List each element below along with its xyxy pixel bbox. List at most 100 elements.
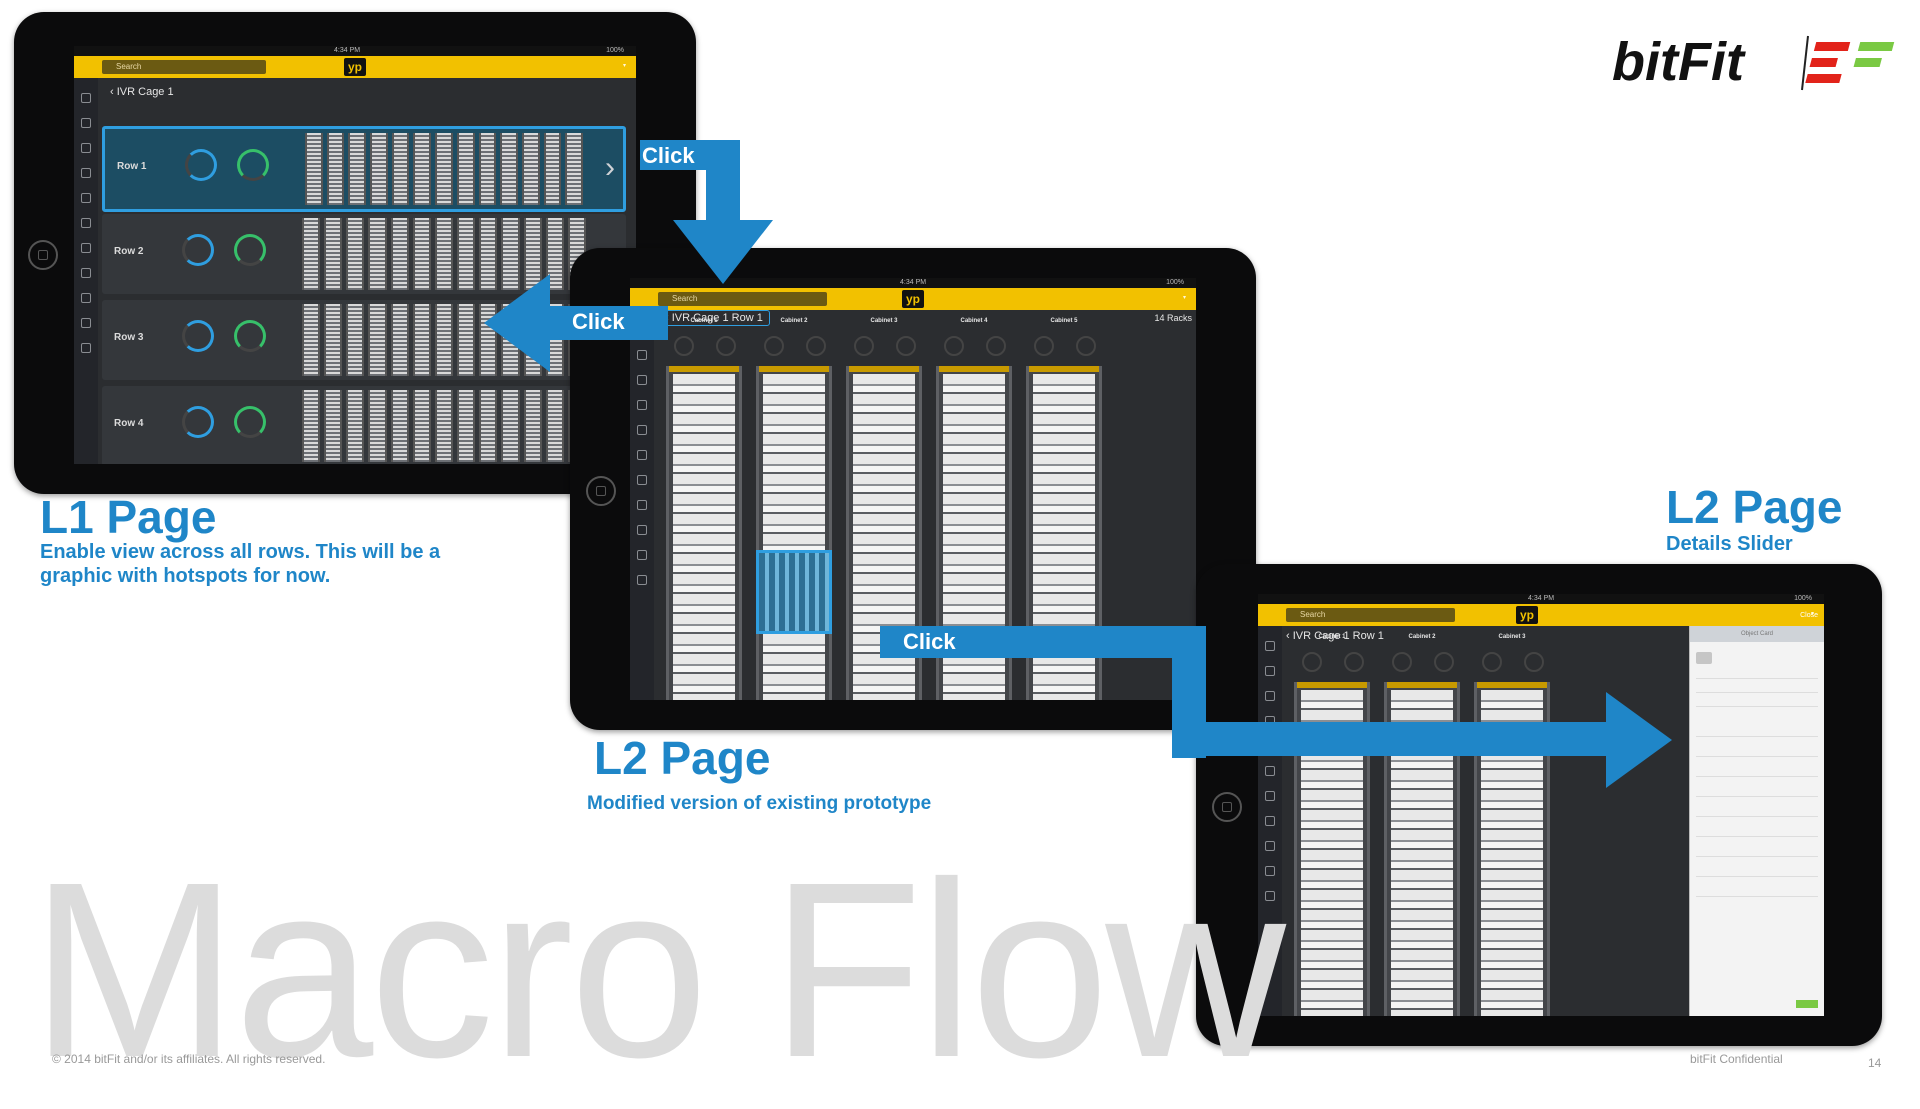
power-gauge xyxy=(182,320,214,352)
click-label-3: Click xyxy=(903,629,956,654)
plug-icon[interactable] xyxy=(637,450,647,460)
user-menu[interactable]: ▾ xyxy=(1182,295,1186,301)
cabinet-title: Cabinet 1 xyxy=(1318,634,1346,640)
building-icon[interactable] xyxy=(637,350,647,360)
cabinet-2[interactable]: Cabinet 2 xyxy=(1378,634,1466,1016)
tools-icon[interactable] xyxy=(637,375,647,385)
yp-logo: yp xyxy=(344,58,366,76)
l1-desc-line2: graphic with hotspots for now. xyxy=(40,565,331,587)
row-label: Row 4 xyxy=(114,418,144,429)
status-time: 4:34 PM xyxy=(334,47,361,54)
save-button[interactable] xyxy=(1796,1000,1818,1008)
tools-icon[interactable] xyxy=(1265,691,1275,701)
server-icon[interactable] xyxy=(637,400,647,410)
location-icon[interactable] xyxy=(81,318,91,328)
location-icon[interactable] xyxy=(637,550,647,560)
clock-icon[interactable] xyxy=(81,93,91,103)
user-menu[interactable]: ▾ xyxy=(1810,611,1814,617)
cabinet-3[interactable]: Cabinet 3 xyxy=(1468,634,1556,1016)
cloud-icon[interactable] xyxy=(81,293,91,303)
cloud-icon[interactable] xyxy=(637,525,647,535)
row-label: Row 3 xyxy=(114,332,144,343)
report-icon[interactable] xyxy=(81,343,91,353)
cabinet-2[interactable]: Cabinet 2 xyxy=(750,318,838,700)
breadcrumb[interactable]: ‹ IVR Cage 1 xyxy=(110,86,174,98)
flow-arrow-1-head xyxy=(673,220,773,284)
row-card-4[interactable]: Row 4 xyxy=(102,386,626,464)
network-icon[interactable] xyxy=(81,193,91,203)
cabinet-1[interactable]: Cabinet 1 xyxy=(1288,634,1376,1016)
cabinet-title: Cabinet 2 xyxy=(1408,634,1436,640)
sidebar xyxy=(630,310,654,700)
bitfit-logo: bitFit xyxy=(1612,32,1895,92)
row-card-1[interactable]: Row 1 › xyxy=(102,126,626,212)
location-icon[interactable] xyxy=(1265,866,1275,876)
space-gauge xyxy=(234,320,266,352)
dollar-icon[interactable] xyxy=(637,475,647,485)
cabinet-title: Cabinet 4 xyxy=(960,318,988,324)
plug-icon[interactable] xyxy=(1265,766,1275,776)
server-icon[interactable] xyxy=(81,168,91,178)
dollar-icon[interactable] xyxy=(1265,791,1275,801)
row-label: Row 2 xyxy=(114,246,144,257)
bitfit-logo-text: bitFit xyxy=(1612,32,1746,92)
cabinet-title: Cabinet 3 xyxy=(1498,634,1526,640)
power-gauge xyxy=(185,149,217,181)
chevron-right-icon[interactable]: › xyxy=(605,151,615,184)
power-gauge xyxy=(182,234,214,266)
rack-graphic xyxy=(305,133,583,205)
search-input[interactable]: Search xyxy=(102,60,266,74)
building-icon[interactable] xyxy=(81,118,91,128)
tools-icon[interactable] xyxy=(81,143,91,153)
cabinet-title: Cabinet 1 xyxy=(690,318,718,324)
selected-server-hotspot[interactable] xyxy=(756,550,832,634)
battery-level: 100% xyxy=(1794,595,1812,602)
building-icon[interactable] xyxy=(1265,666,1275,676)
l2b-title: L2 Page xyxy=(1666,481,1843,533)
user-menu[interactable]: ▾ xyxy=(622,63,626,69)
home-button xyxy=(28,240,58,270)
user-icon[interactable] xyxy=(637,500,647,510)
flow-arrow-1-stem xyxy=(706,140,740,222)
cabinet-1[interactable]: Cabinet 1 xyxy=(660,318,748,700)
slider-header: Object Card xyxy=(1690,626,1824,642)
plug-icon[interactable] xyxy=(81,218,91,228)
cloud-icon[interactable] xyxy=(1265,841,1275,851)
yp-logo: yp xyxy=(1516,606,1538,624)
top-bar: Search yp ▾ xyxy=(630,288,1196,310)
status-time: 4:34 PM xyxy=(900,279,927,286)
details-slider[interactable]: Object Card Close xyxy=(1689,612,1824,1016)
l2-title: L2 Page xyxy=(594,732,771,784)
click-label-1: Click xyxy=(642,143,695,168)
search-input[interactable]: Search xyxy=(658,292,827,306)
report-icon[interactable] xyxy=(1265,891,1275,901)
user-icon[interactable] xyxy=(1265,816,1275,826)
click-label-2: Click xyxy=(572,309,625,334)
network-icon[interactable] xyxy=(637,425,647,435)
user-icon[interactable] xyxy=(81,268,91,278)
back-chevron-icon[interactable]: ‹ xyxy=(110,86,117,98)
l1-desc-line1: Enable view across all rows. This will b… xyxy=(40,541,441,563)
report-icon[interactable] xyxy=(637,575,647,585)
row-label: Row 1 xyxy=(117,161,147,172)
close-button[interactable]: Close xyxy=(1800,612,1818,619)
row-card-2[interactable]: Row 2 › xyxy=(102,214,626,294)
battery-level: 100% xyxy=(1166,279,1184,286)
flow-arrow-3 xyxy=(880,626,1205,658)
clock-icon[interactable] xyxy=(1265,641,1275,651)
l2-desc: Modified version of existing prototype xyxy=(587,793,932,814)
slider-title: Object Card xyxy=(1740,631,1773,637)
dollar-icon[interactable] xyxy=(81,243,91,253)
sidebar xyxy=(74,78,98,464)
breadcrumb[interactable]: ‹ IVR Cage 1 Row 1 xyxy=(1286,630,1384,642)
flow-arrow-3-head xyxy=(1606,692,1672,788)
space-gauge xyxy=(234,406,266,438)
rack-count: 14 Racks xyxy=(1154,313,1192,323)
search-input[interactable]: Search xyxy=(1286,608,1455,622)
watermark-title: Macro Flow xyxy=(30,830,1286,1109)
photo-icon xyxy=(1696,652,1712,664)
